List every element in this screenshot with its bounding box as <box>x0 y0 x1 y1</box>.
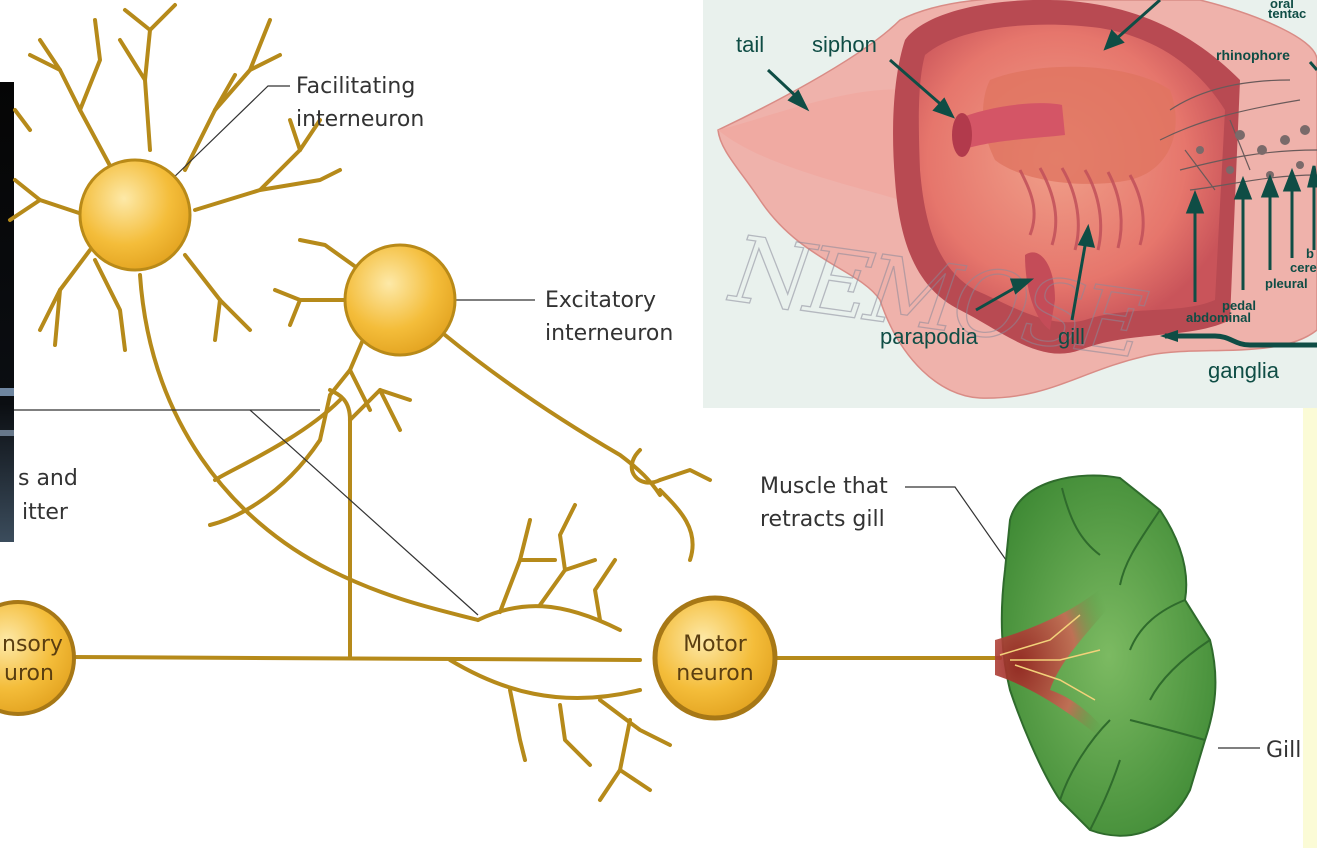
gill-aplysia-label: gill <box>1058 324 1085 349</box>
muscle-label-2: retracts gill <box>760 507 885 532</box>
excitatory-label-1: Excitatory <box>545 288 656 313</box>
pedal-label: pedal <box>1222 298 1256 313</box>
sensory-neuron <box>0 602 74 714</box>
rhinophore-label: rhinophore <box>1216 47 1290 63</box>
facilitating-label-1: Facilitating <box>296 74 415 99</box>
facilitating-interneuron <box>80 160 190 270</box>
partial-label-1: s and <box>18 466 78 491</box>
oral-tentacle-label-2: tentac <box>1268 6 1306 21</box>
tail-label: tail <box>736 32 764 57</box>
sensory-label-1: nsory <box>2 632 63 657</box>
excitatory-interneuron <box>345 245 455 355</box>
motor-label-2: neuron <box>676 661 753 686</box>
partial-label-2: itter <box>22 500 69 525</box>
excitatory-label-2: interneuron <box>545 321 673 346</box>
motor-neuron <box>655 598 775 718</box>
pleural-label: pleural <box>1265 276 1308 291</box>
siphon-label: siphon <box>812 32 877 57</box>
photo-strip <box>0 82 14 542</box>
muscle-label-1: Muscle that <box>760 474 888 499</box>
gill-label: Gill <box>1266 738 1301 763</box>
facilitating-label-2: interneuron <box>296 107 424 132</box>
buccal-label: b <box>1306 246 1314 261</box>
ganglia-label: ganglia <box>1208 358 1280 383</box>
gill-diagram <box>995 475 1215 835</box>
cerebral-label: cere <box>1290 260 1317 275</box>
motor-label-1: Motor <box>683 632 748 657</box>
sensory-label-2: uron <box>4 661 54 686</box>
aplysia-panel: NEMOSE tail <box>703 0 1317 848</box>
parapodia-label: parapodia <box>880 324 979 349</box>
